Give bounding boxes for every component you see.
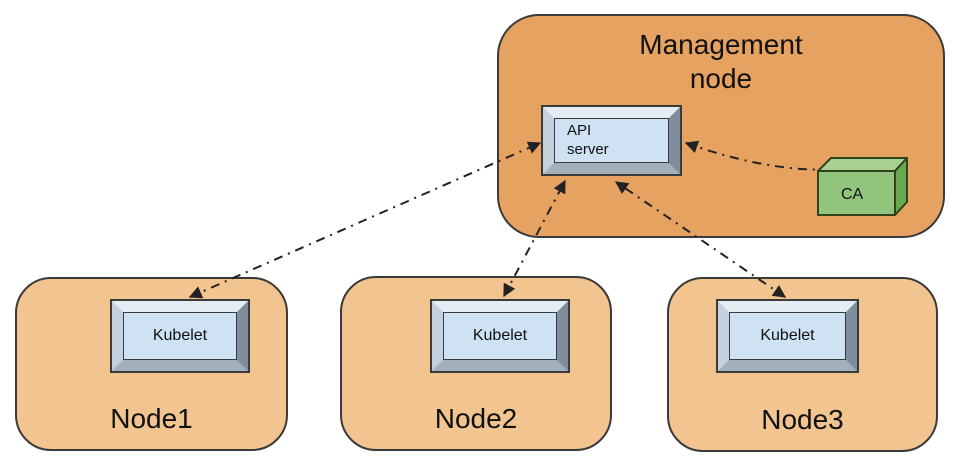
ca-box: CA xyxy=(817,157,908,216)
kubelet-2-label: Kubelet xyxy=(472,327,528,344)
arrow-kubelet1-api-server xyxy=(188,141,542,299)
kubelet-box-2: Kubelet xyxy=(430,299,570,373)
management-node-title-line2: node xyxy=(689,63,753,95)
api-server-label-line1: API xyxy=(567,121,592,139)
kubelet-1-label: Kubelet xyxy=(152,327,208,344)
ca-box-front-face xyxy=(817,170,896,216)
api-server-label: API server xyxy=(554,118,669,163)
management-node-title-line1: Management xyxy=(639,29,803,60)
api-server-label-line2: server xyxy=(567,140,609,158)
worker-node-3-label: Node3 xyxy=(761,404,844,435)
kubelet-3-label: Kubelet xyxy=(760,327,815,344)
worker-node-2-label: Node2 xyxy=(434,403,518,434)
management-node-title: Management node xyxy=(499,28,943,96)
kubelet-box-1: Kubelet xyxy=(110,299,250,373)
api-server-box: API server xyxy=(541,105,682,176)
ca-box-top-face xyxy=(817,157,908,172)
ca-label: CA xyxy=(841,186,864,203)
kubelet-box-3: Kubelet xyxy=(716,299,859,373)
worker-node-1-label: Node1 xyxy=(110,403,193,434)
